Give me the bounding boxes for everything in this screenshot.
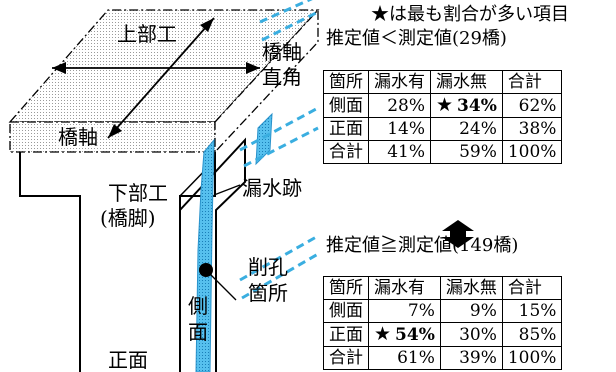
table-row: 合計 41% 59% 100% [323,140,563,164]
table-header: 漏水無 [439,276,503,300]
perpendicular-arrow [52,62,260,74]
table-row: 箇所 漏水有 漏水無 合計 [323,276,563,300]
table-cell: 28% [368,93,431,118]
bridge-axis-arrow [107,17,215,139]
drill-hole-marker [199,263,213,277]
table-cell: 7% [368,299,441,323]
substructure-label-1: 下部工 [108,181,168,205]
table-cell: 39% [439,346,503,370]
table-cell: 合計 [323,140,369,164]
table-cell: 側面 [323,299,369,323]
front-label: 正面 [108,348,148,372]
leak-trace-deck [255,112,273,166]
table-cell: 85% [501,322,563,347]
perpendicular-label-1: 橋軸 [262,40,302,64]
table-row: 正面 ★54% 30% 85% [323,322,563,347]
table-estimate-lt-measured: 箇所 漏水有 漏水無 合計 側面 28% ★34% 62% 正面 14% 24%… [323,70,563,164]
table-cell: 100% [501,346,563,370]
star-icon: ★ [374,323,392,345]
table1-title: 推定値＜測定値(29橋) [326,28,507,49]
leak-leader [213,184,241,196]
drill-label-1: 削孔 [248,255,288,279]
table-cell: 62% [501,93,563,118]
table-header: 合計 [501,276,563,300]
pier-outline [19,137,246,372]
star-icon: ★ [436,94,454,116]
deck-side-face [214,8,319,154]
table-header: 漏水有 [368,276,441,300]
leak-trace-streak [195,138,215,372]
table-cell: 38% [501,117,563,141]
table-cell: 61% [368,346,441,370]
table-estimate-ge-measured: 箇所 漏水有 漏水無 合計 側面 7% 9% 15% 正面 ★54% 30% 8… [323,276,563,370]
table-cell: 正面 [323,117,369,141]
table-cell: 9% [439,299,503,323]
table-row: 正面 14% 24% 38% [323,117,563,141]
table-cell: 15% [501,299,563,323]
table-cell: 側面 [323,93,369,118]
highlight-cell: ★54% [368,322,441,347]
double-arrow-up-down-icon [442,220,474,248]
superstructure-label: 上部工 [117,22,177,46]
bridge-axis-label: 橋軸 [58,125,98,149]
table-header: 合計 [501,70,563,94]
table-cell: 30% [439,322,503,347]
table-cell: 59% [430,140,503,164]
substructure-label-2: (橋脚) [100,206,156,230]
table-header: 箇所 [323,70,369,94]
side-label-1: 側 [188,294,208,318]
water-flow-lines [239,0,319,300]
table-header: 箇所 [323,276,369,300]
table2-title: 推定値≧測定値(149橋) [326,235,519,256]
perpendicular-label-2: 直角 [262,65,302,89]
drill-label-2: 箇所 [248,281,288,305]
table-row: 側面 7% 9% 15% [323,299,563,323]
note-text: ★は最も割合が多い項目 [371,4,569,25]
table-cell: 100% [501,140,563,164]
table-cell: 合計 [323,346,369,370]
table-header: 漏水無 [430,70,503,94]
table-cell: 正面 [323,322,369,347]
table-row: 箇所 漏水有 漏水無 合計 [323,70,563,94]
side-label-2: 面 [188,320,208,344]
table-row: 合計 61% 39% 100% [323,346,563,370]
highlight-cell: ★34% [430,93,503,118]
drill-leader [208,272,237,301]
deck-front-face [9,121,216,153]
table-header: 漏水有 [368,70,431,94]
table-cell: 41% [368,140,431,164]
table-cell: 24% [430,117,503,141]
table-cell: 14% [368,117,431,141]
table-row: 側面 28% ★34% 62% [323,93,563,118]
leak-trace-label: 漏水跡 [242,176,302,200]
